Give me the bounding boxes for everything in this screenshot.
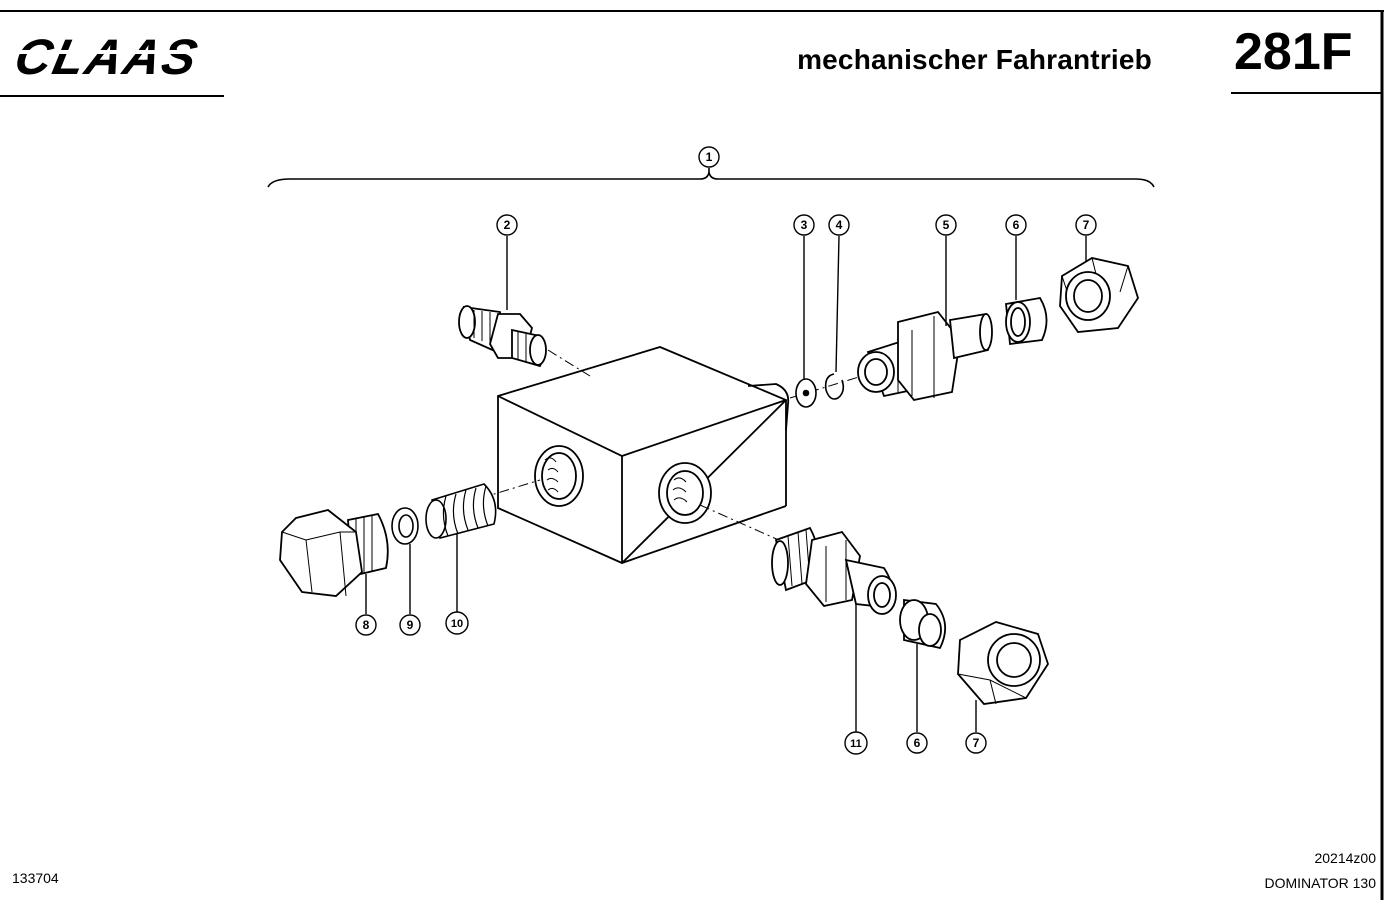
part-5-union [857,310,993,401]
callout-7-upper [1075,214,1097,236]
part-4-circlip [824,373,845,400]
callout-7-lower-label: 7 [973,736,980,750]
part-7-nut-upper [1059,257,1139,333]
callout-8 [355,614,377,636]
callout-6-lower-label: 6 [914,736,921,750]
callout-1 [698,146,720,168]
part-2-adapter [458,305,547,368]
callout-9-label: 9 [407,618,414,632]
callout-2 [496,214,518,236]
callout-7-upper-label: 7 [1083,218,1090,232]
callout-10 [445,611,469,635]
part-6-ring-lower [899,598,946,650]
callout-6-lower [906,732,928,754]
callout-8-label: 8 [363,618,370,632]
model-name: DOMINATOR 130 [1264,875,1376,891]
assembly-bracket [267,168,1155,188]
svg-text:CLAAS: CLAAS [10,29,204,85]
valve-block [497,346,790,565]
page-frame [0,10,1384,900]
part-6-ring-upper [1005,297,1048,346]
page-title: mechanischer Fahrantrieb [797,44,1152,75]
part-10-spring [425,483,497,539]
callout-9 [399,614,421,636]
callout-4 [828,214,850,236]
part-7-nut-lower [957,621,1049,705]
claas-logo: CLAAS [10,29,236,85]
callout-1-label: 1 [706,150,713,164]
callout-5-label: 5 [943,218,950,232]
callout-2-label: 2 [504,218,511,232]
centerlines [441,349,863,546]
callout-11-label: 11 [850,738,862,750]
page-code: 281F [1234,23,1353,81]
reference-code: 20214z00 [1314,850,1376,866]
part-9-seal [391,507,419,545]
callout-6-upper [1005,214,1027,236]
drawing-number: 133704 [12,870,59,886]
callout-3 [793,214,815,236]
callout-4-label: 4 [836,218,843,232]
part-8-plug [279,509,389,597]
callout-5 [935,214,957,236]
callout-11 [844,731,868,755]
callout-7-lower [965,732,987,754]
callout-6-upper-label: 6 [1013,218,1020,232]
part-11-fitting [771,526,897,615]
leader-lines [365,235,1087,732]
part-3-washer [795,378,817,408]
callout-3-label: 3 [801,218,808,232]
callout-10-label: 10 [451,618,463,630]
